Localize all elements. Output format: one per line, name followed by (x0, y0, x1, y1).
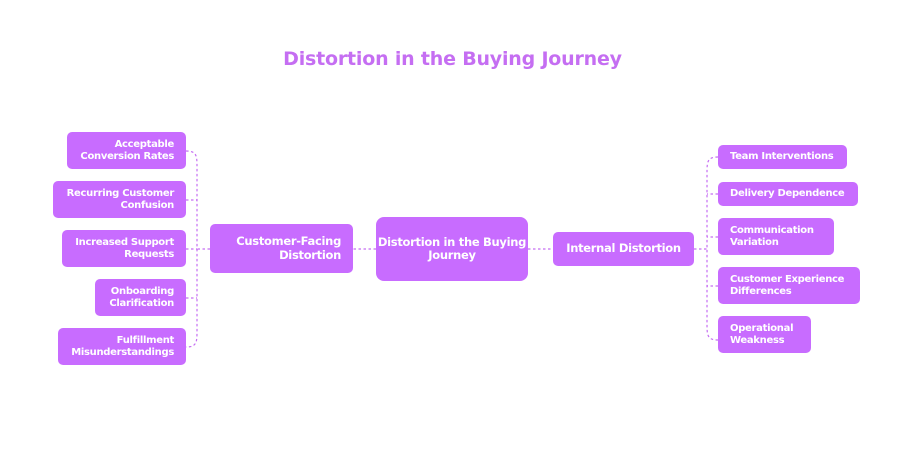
left-leaf-2: Recurring Customer Confusion (53, 181, 186, 218)
right-branch-node: Internal Distortion (553, 232, 694, 266)
central-node: Distortion in the Buying Journey (376, 217, 528, 281)
left-branch-node: Customer-Facing Distortion (210, 224, 353, 273)
left-leaf-5: Fulfillment Misunderstandings (58, 328, 186, 365)
right-leaf-2: Delivery Dependence (718, 182, 858, 206)
right-leaf-3: Communication Variation (718, 218, 834, 255)
diagram-title: Distortion in the Buying Journey (283, 48, 622, 70)
connector-right-1 (706, 156, 719, 341)
left-leaf-1: Acceptable Conversion Rates (67, 132, 186, 169)
left-leaf-4: Onboarding Clarification (95, 279, 186, 316)
right-leaf-1: Team Interventions (718, 145, 847, 169)
right-leaf-4: Customer Experience Differences (718, 267, 860, 304)
right-leaf-5: Operational Weakness (718, 316, 811, 353)
left-leaf-3: Increased Support Requests (62, 230, 186, 267)
